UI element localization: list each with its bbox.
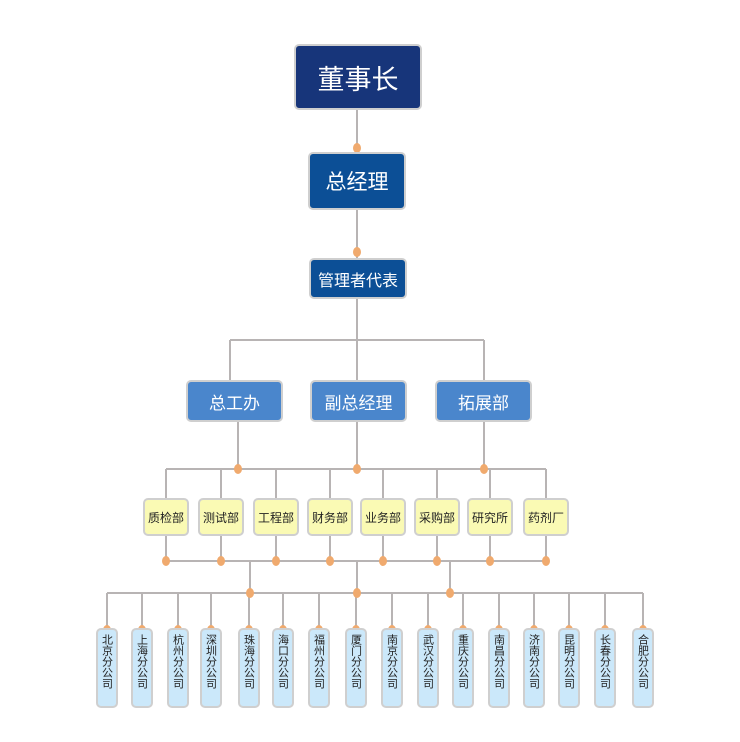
connector-dot xyxy=(234,464,242,474)
node-chief-engineer-office[interactable]: 总工办 xyxy=(186,380,283,422)
node-branch[interactable]: 合肥分公司 xyxy=(632,628,654,708)
node-branch[interactable]: 南京分公司 xyxy=(381,628,403,708)
connector-dot xyxy=(246,588,254,598)
node-branch[interactable]: 武汉分公司 xyxy=(417,628,439,708)
connector-dot xyxy=(379,556,387,566)
node-expansion-dept[interactable]: 拓展部 xyxy=(435,380,532,422)
connector-dot xyxy=(446,588,454,598)
node-department[interactable]: 采购部 xyxy=(414,498,460,536)
node-branch[interactable]: 上海分公司 xyxy=(131,628,153,708)
node-branch[interactable]: 长春分公司 xyxy=(594,628,616,708)
connector-dot xyxy=(486,556,494,566)
connector-dot xyxy=(326,556,334,566)
connector-dot xyxy=(542,556,550,566)
node-chairman[interactable]: 董事长 xyxy=(294,44,422,110)
connector-dot xyxy=(162,556,170,566)
connector-dot xyxy=(272,556,280,566)
node-general-manager[interactable]: 总经理 xyxy=(308,152,406,210)
connector-dot xyxy=(353,247,361,257)
node-deputy-gm[interactable]: 副总经理 xyxy=(310,380,407,422)
node-branch[interactable]: 珠海分公司 xyxy=(238,628,260,708)
connector-dot xyxy=(353,588,361,598)
connector-dot xyxy=(353,464,361,474)
node-branch[interactable]: 杭州分公司 xyxy=(167,628,189,708)
node-department[interactable]: 业务部 xyxy=(360,498,406,536)
node-branch[interactable]: 南昌分公司 xyxy=(488,628,510,708)
node-department[interactable]: 研究所 xyxy=(467,498,513,536)
node-branch[interactable]: 济南分公司 xyxy=(523,628,545,708)
node-branch[interactable]: 重庆分公司 xyxy=(452,628,474,708)
node-branch[interactable]: 福州分公司 xyxy=(308,628,330,708)
node-branch[interactable]: 北京分公司 xyxy=(96,628,118,708)
connector-dot xyxy=(217,556,225,566)
node-department[interactable]: 财务部 xyxy=(307,498,353,536)
connector-dot xyxy=(480,464,488,474)
node-department[interactable]: 质检部 xyxy=(143,498,189,536)
node-branch[interactable]: 深圳分公司 xyxy=(200,628,222,708)
node-department[interactable]: 工程部 xyxy=(253,498,299,536)
node-branch[interactable]: 昆明分公司 xyxy=(558,628,580,708)
connector-dot xyxy=(353,143,361,153)
node-department[interactable]: 测试部 xyxy=(198,498,244,536)
node-department[interactable]: 药剂厂 xyxy=(523,498,569,536)
node-branch[interactable]: 厦门分公司 xyxy=(345,628,367,708)
connector-dot xyxy=(433,556,441,566)
node-branch[interactable]: 海口分公司 xyxy=(272,628,294,708)
node-management-rep[interactable]: 管理者代表 xyxy=(309,258,407,299)
